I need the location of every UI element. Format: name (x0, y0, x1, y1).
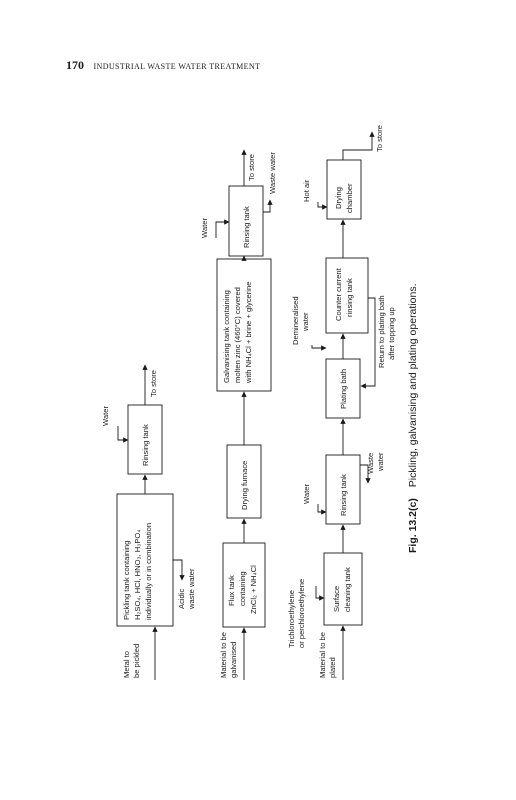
row2-rinsing-tank-box (228, 185, 264, 257)
galvanising-tank-box (216, 258, 272, 392)
drying-furnace-box (226, 444, 262, 519)
figure-label: Fig. 13.2(c) (407, 498, 419, 553)
row3-water-label: Water (302, 484, 311, 504)
page-header: 170 INDUSTRIAL WASTE WATER TREATMENT (66, 56, 260, 74)
return-note-label: Return to plating bath after topping up (377, 293, 396, 368)
hot-air-arrow (317, 202, 328, 210)
row3-rinsing-tank-label: Rinsing tank (339, 474, 348, 516)
surface-cleaning-tank-label: Surface cleaning tank (332, 567, 352, 612)
metal-input-label: Metal to be pickled (122, 644, 141, 678)
row2-to-store-label: To store (247, 154, 256, 181)
row1-to-store-label: To store (149, 370, 158, 397)
row2-water-label: Water (200, 218, 209, 238)
figure-caption: Fig. 13.2(c) Pickling, galvanising and p… (407, 284, 419, 554)
return-loop-arrow (360, 297, 376, 389)
counter-current-tank-box (325, 257, 369, 334)
plating-bath-label: Plating bath (339, 369, 348, 409)
drying-chamber-box (326, 159, 362, 220)
counter-current-tank-label: Counter current rinsing tank (334, 266, 354, 321)
acidic-waste-label: Acidic waste water (177, 568, 196, 610)
row2-rinsing-tank-label: Rinsing tank (242, 206, 251, 248)
demineralised-label: Demineralised water (291, 294, 310, 345)
plated-input-label: Material to be plated (318, 630, 337, 678)
row2-water-arrow (215, 219, 230, 238)
solvent-arrow (315, 586, 325, 601)
surface-cleaning-tank-box (323, 552, 363, 626)
drying-furnace-label: Drying furnace (240, 461, 249, 510)
hot-air-label: Hot air (302, 179, 311, 202)
pickling-tank-label: Pickling tank containing H₂SO₄, HCl, HNO… (122, 523, 153, 620)
pickling-tank-box (116, 493, 174, 627)
row1-rinsing-tank-box (127, 404, 163, 475)
acidic-waste-arrow (173, 559, 185, 581)
galvanised-input-label: Material to be galvanised (219, 630, 238, 678)
row2-waste-arrow (263, 199, 273, 213)
plating-bath-box (325, 358, 361, 419)
galvanising-tank-label: Galvanising tank containing molten zinc … (222, 282, 253, 384)
pickling-row: Metal to be pickled Pickling tank contai… (101, 364, 196, 680)
flux-tank-label: Flux tank containing ZnCl₂ + NH₄Cl (227, 565, 258, 614)
flux-tank-box (222, 542, 266, 628)
drying-chamber-label: Drying chamber (334, 183, 354, 213)
row3-water-arrow (317, 504, 327, 515)
plating-row: Material to be plated Trichloroethylene … (287, 125, 396, 680)
row3-to-store-label: To store (375, 125, 384, 152)
demineralised-arrow (311, 345, 327, 351)
row1-rinsing-tank-label: Rinsing tank (141, 424, 150, 466)
row3-waste-label: Waste water (366, 451, 385, 474)
row3-rinsing-tank-box (325, 454, 361, 525)
row1-water-label: Water (101, 406, 110, 426)
running-title: INDUSTRIAL WASTE WATER TREATMENT (93, 62, 261, 71)
galvanising-row: Material to be galvanised Flux tank cont… (200, 149, 277, 680)
row1-water-arrow (117, 426, 129, 443)
row3-to-store-arrow (342, 131, 375, 160)
figure-title: Pickling, galvanising and plating operat… (407, 284, 419, 488)
solvent-label: Trichloroethylene or perchloroethylene (287, 579, 306, 648)
page-number: 170 (66, 58, 84, 72)
row2-waste-label: Waste water (268, 152, 277, 194)
row3-waste-arrow (360, 464, 371, 484)
